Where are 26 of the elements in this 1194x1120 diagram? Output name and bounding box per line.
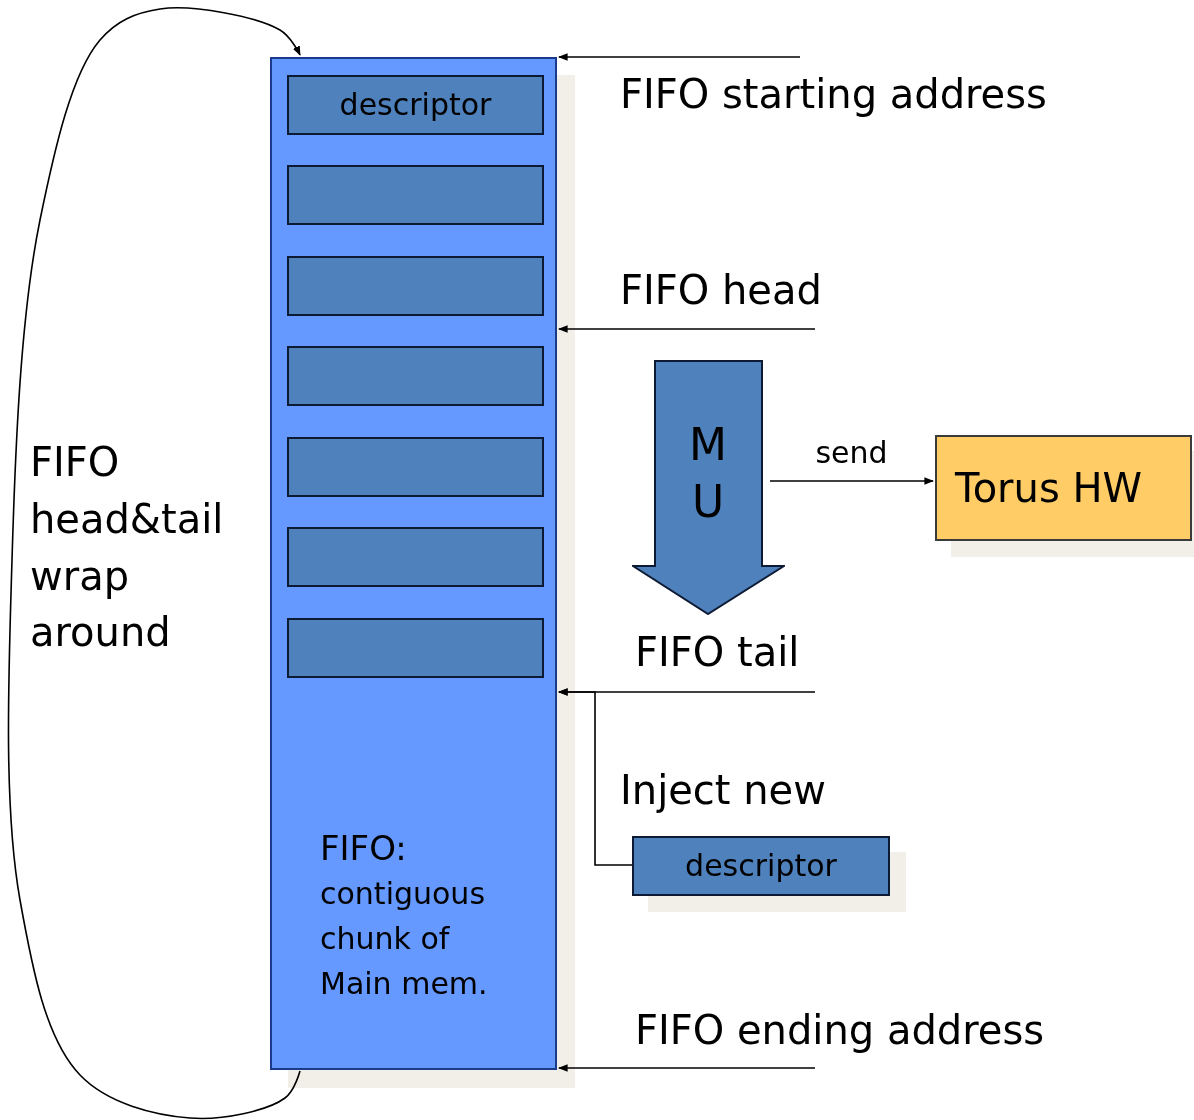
pointer-text: FIFO head bbox=[620, 266, 823, 314]
note-text: FIFO head&tail wrap around bbox=[30, 438, 225, 658]
unit-label: M U bbox=[688, 418, 728, 530]
memory-description: contiguous chunk of Main mem. bbox=[320, 875, 489, 1003]
box-label: descriptor bbox=[339, 87, 492, 123]
arrow bbox=[558, 688, 633, 866]
box-label: descriptor bbox=[685, 848, 837, 884]
descriptor-slot bbox=[287, 527, 544, 587]
down-arrow-shape bbox=[632, 360, 785, 615]
arrow bbox=[769, 477, 934, 485]
pointer-text: FIFO tail bbox=[635, 628, 801, 676]
wrap-around-arrow bbox=[7, 7, 301, 1120]
arrow bbox=[558, 53, 801, 61]
descriptor-slot bbox=[287, 165, 544, 225]
pointer-text: Inject new bbox=[620, 766, 827, 814]
descriptor-slot bbox=[287, 75, 544, 135]
pointer-text: FIFO ending address bbox=[635, 1006, 1046, 1054]
descriptor-slot bbox=[287, 256, 544, 316]
box-label: Torus HW bbox=[955, 464, 1143, 512]
arrow bbox=[558, 1064, 816, 1072]
arrow bbox=[558, 325, 816, 333]
descriptor-slot bbox=[287, 346, 544, 406]
descriptor-slot bbox=[287, 437, 544, 497]
pointer-text: FIFO starting address bbox=[620, 70, 1048, 118]
descriptor-slot bbox=[287, 618, 544, 678]
memory-title: FIFO: bbox=[320, 827, 408, 870]
